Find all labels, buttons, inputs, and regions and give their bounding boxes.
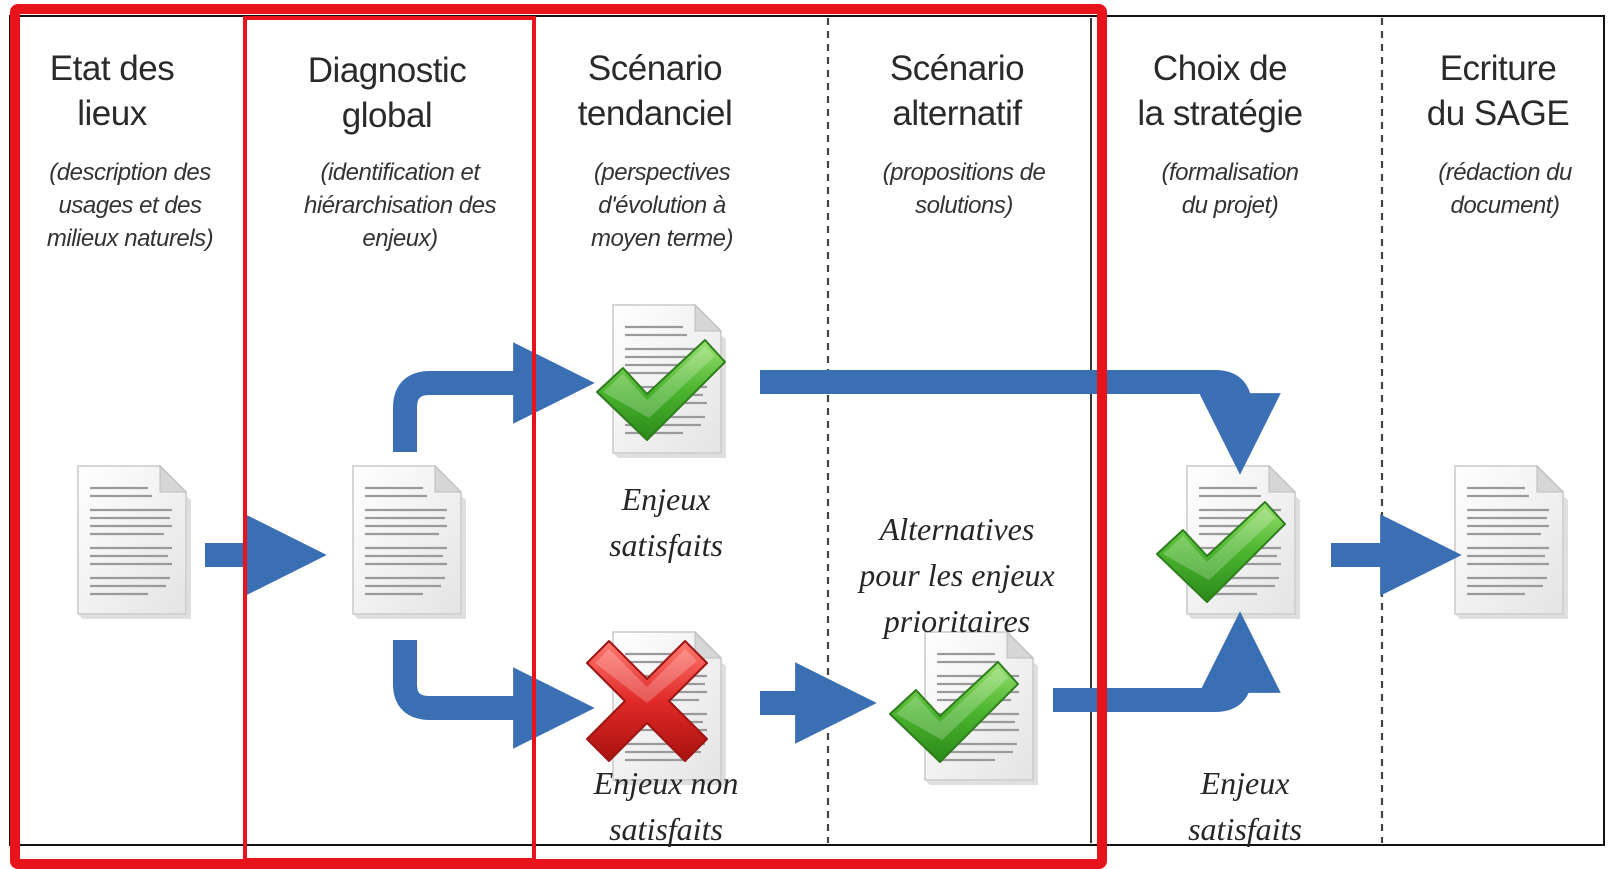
stage-title-ecriture: Ecriture du SAGE — [1426, 49, 1570, 133]
highlight-frame — [10, 4, 1107, 869]
stage-subtitle-alternatif: (propositions de solutions) — [882, 159, 1046, 219]
note-enjeux-satisfaits-strategie: Enjeux satisfaits — [1188, 765, 1302, 847]
highlight-diagnostic — [243, 16, 536, 862]
arrow-icon — [393, 640, 595, 749]
diagram-frame — [9, 15, 1605, 846]
note-enjeux-satisfaits-tendanciel: Enjeux satisfaits — [609, 481, 723, 563]
arrow-icon — [760, 370, 1281, 475]
stage-subtitle-etat-des-lieux: (description des usages et des milieux n… — [46, 159, 214, 252]
note-enjeux-non-satisfaits: Enjeux non satisfaits — [593, 765, 739, 847]
arrow-icon — [1053, 611, 1281, 712]
stage-subtitle-strategie: (formalisation du projet) — [1161, 159, 1299, 219]
stage-title-etat-des-lieux: Etat des lieux — [49, 49, 175, 133]
stage-subtitle-tendanciel: (perspectives d'évolution à moyen terme) — [590, 159, 734, 252]
stage-title-strategie: Choix de la stratégie — [1137, 49, 1303, 133]
stage-title-tendanciel: Scénario tendanciel — [577, 49, 733, 133]
stage-title-alternatif: Scénario alternatif — [889, 49, 1025, 133]
stage-title-diagnostic: Diagnostic global — [307, 51, 467, 135]
stage-subtitle-diagnostic: (identification et hiérarchisation des e… — [304, 159, 496, 252]
note-alternatives: Alternatives pour les enjeux prioritaire… — [859, 511, 1055, 639]
stage-subtitle-ecriture: (rédaction du document) — [1438, 159, 1572, 219]
flow-arrows — [205, 342, 1462, 749]
arrow-icon — [393, 342, 595, 452]
